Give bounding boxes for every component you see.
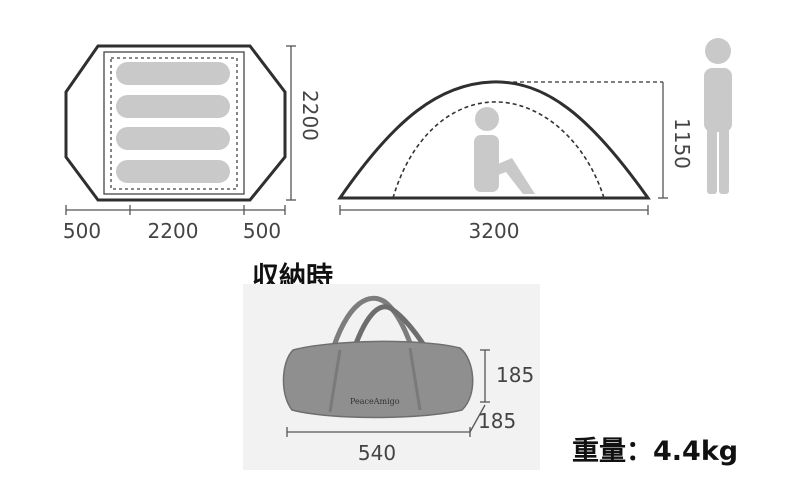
standing-person-icon — [704, 38, 732, 194]
bag-body — [282, 340, 474, 419]
packed-height-dimension-line — [480, 349, 490, 403]
inner-length-label: 2200 — [148, 219, 199, 243]
floor-width-label: 2200 — [298, 90, 322, 141]
tent-height-label: 1150 — [670, 118, 694, 169]
height-dimension-line — [658, 82, 668, 199]
tent-length-label: 3200 — [469, 219, 520, 243]
floor-plan: 2200 500 2200 500 — [63, 44, 322, 243]
tent-floor-outline — [64, 44, 287, 202]
packed-bag-photo: PeaceAmigo — [243, 284, 540, 470]
sleeping-bag-icon — [116, 127, 230, 150]
sleeping-bag-icon — [116, 62, 230, 85]
bag-brand-logo: PeaceAmigo — [350, 397, 400, 406]
bag-handle — [349, 304, 433, 357]
weight-label: 重量：4.4kg — [572, 436, 738, 467]
inner-tent-outline — [103, 51, 245, 195]
sleeping-bag-icon — [116, 95, 230, 118]
width-dimension-line — [286, 45, 296, 201]
length-dimension-line — [65, 205, 286, 215]
packed-length-dimension-line — [286, 427, 471, 437]
inner-sleeping-area — [110, 57, 238, 190]
packed-depth-label: 185 — [478, 409, 516, 433]
vestibule-right-label: 500 — [243, 219, 281, 243]
packed-depth-dimension-line — [469, 404, 486, 433]
inner-tent-dashed-outline — [392, 101, 605, 199]
bag-strap — [408, 347, 422, 411]
seated-person-icon — [474, 107, 535, 194]
packed-length-label: 540 — [358, 441, 396, 465]
side-length-dimension-line — [339, 205, 649, 215]
packed-height-label: 185 — [496, 363, 534, 387]
side-view: 1150 3200 — [337, 80, 694, 243]
sleeping-bag-icon — [116, 160, 230, 183]
bag-handle — [328, 295, 417, 356]
vestibule-left-label: 500 — [63, 219, 101, 243]
bag-strap — [328, 349, 342, 413]
